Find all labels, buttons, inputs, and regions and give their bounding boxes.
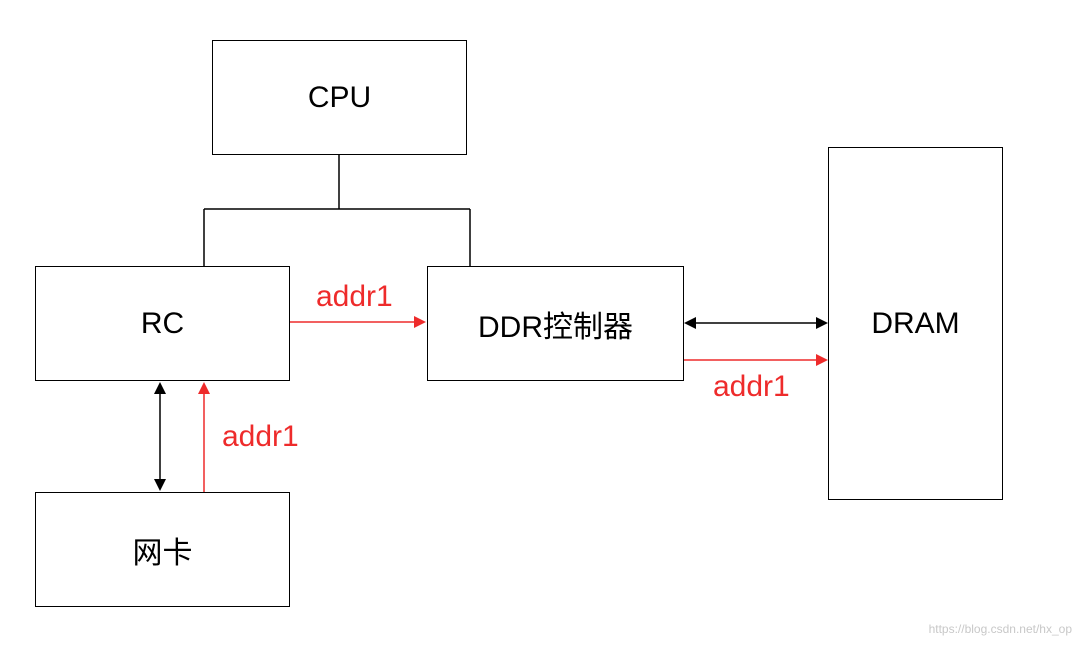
cpu-box: CPU <box>212 40 467 155</box>
dram-box: DRAM <box>828 147 1003 500</box>
watermark-text: https://blog.csdn.net/hx_op <box>928 622 1072 636</box>
cpu-label: CPU <box>307 80 372 114</box>
ddr-to-dram-addr-label: addr1 <box>713 370 790 403</box>
rc-label: RC <box>140 306 185 340</box>
rc-box: RC <box>35 266 290 381</box>
nic-to-rc-addr-label: addr1 <box>222 420 299 453</box>
cpu-bus-connector <box>203 154 471 266</box>
nic-label: 网卡 <box>132 536 193 570</box>
nic-box: 网卡 <box>35 492 290 607</box>
dram-label: DRAM <box>871 306 960 340</box>
rc-to-ddr-addr-label: addr1 <box>316 280 393 313</box>
ddr-controller-box: DDR控制器 <box>427 266 684 381</box>
ddr-controller-label: DDR控制器 <box>478 310 633 344</box>
